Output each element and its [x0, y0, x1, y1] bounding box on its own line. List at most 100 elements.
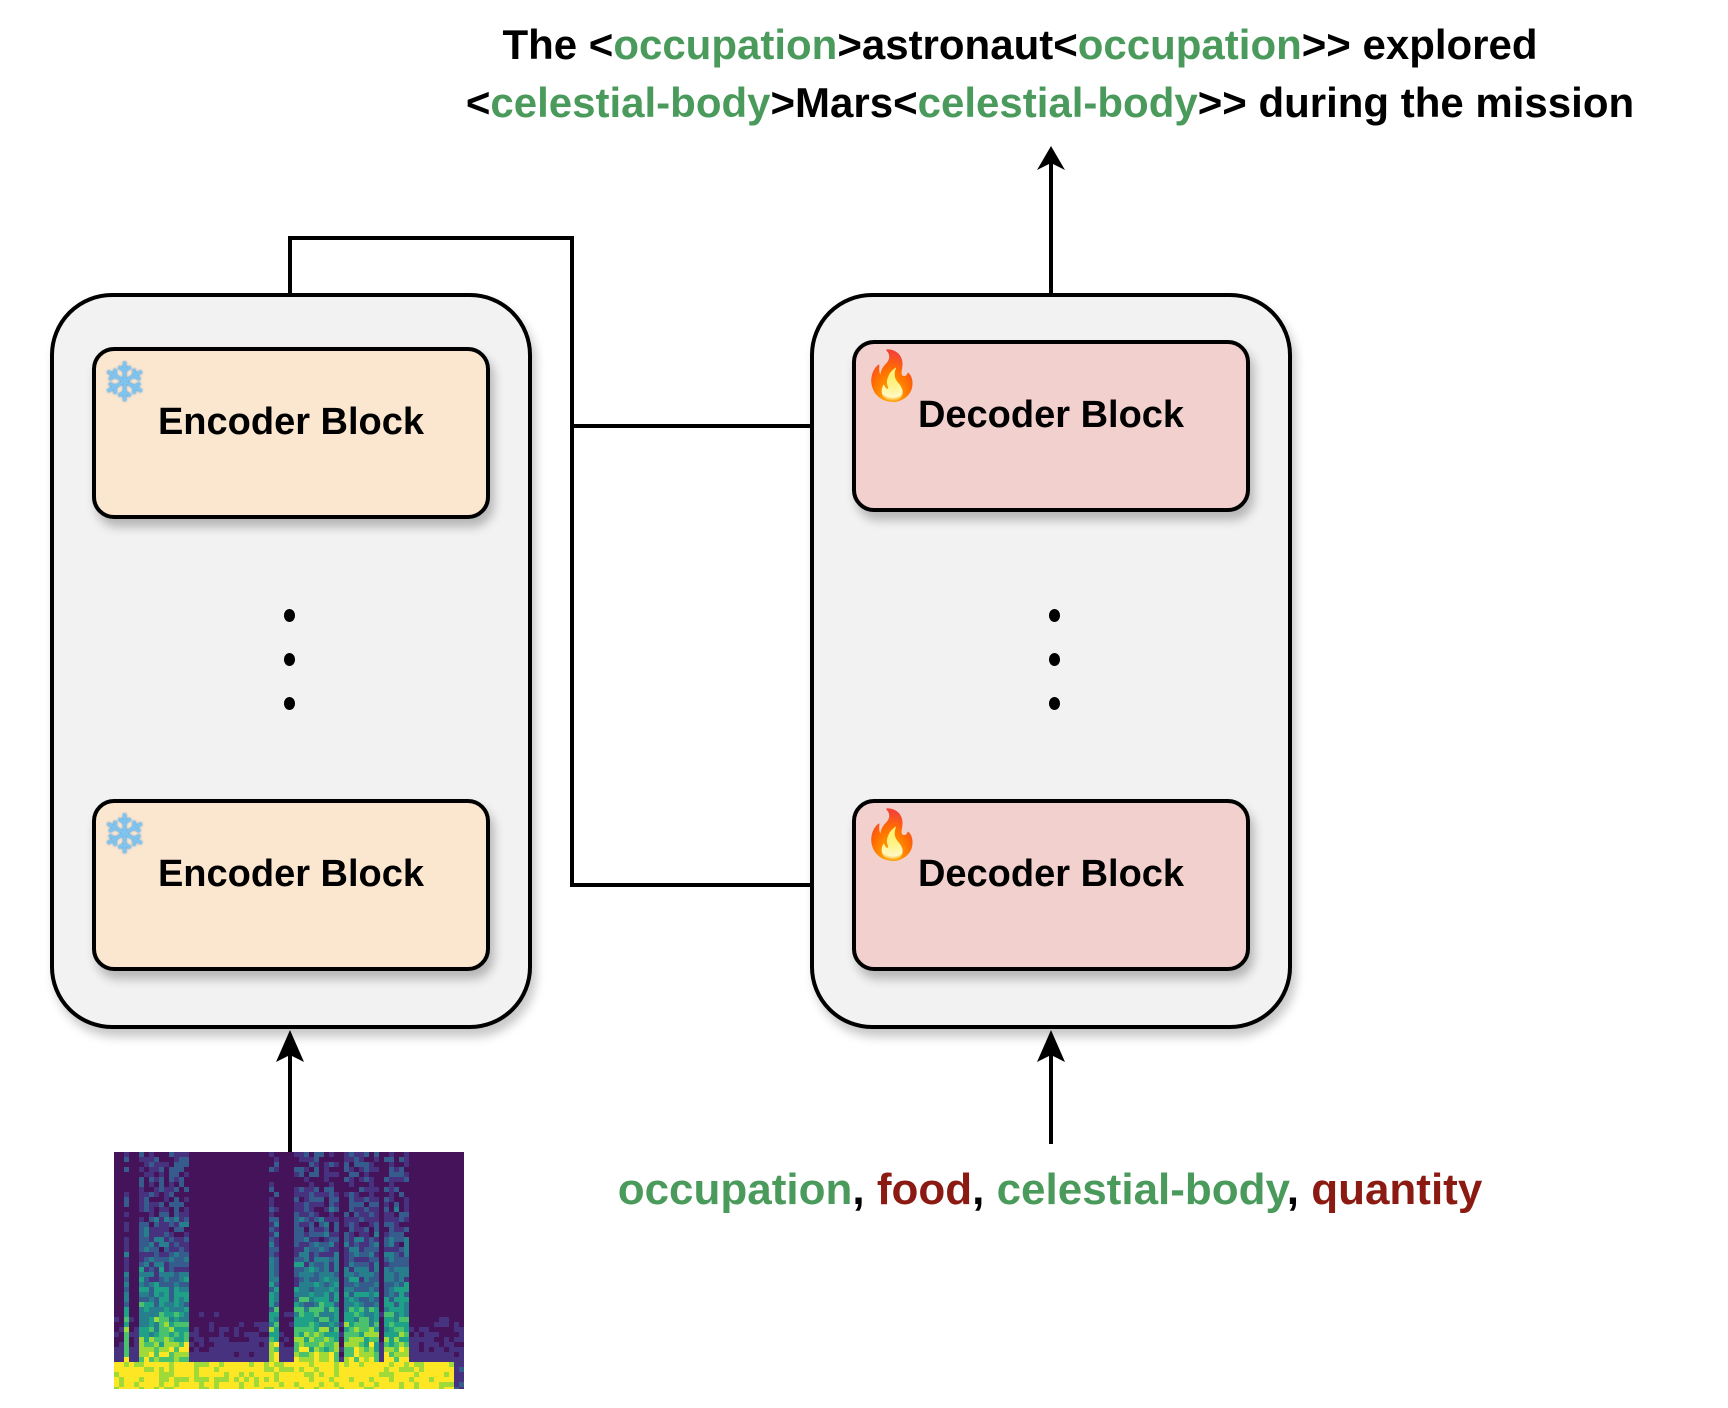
- spectrogram-cell: [384, 1387, 389, 1389]
- spectrogram-cell: [289, 1362, 294, 1367]
- spectrogram-cell: [329, 1182, 334, 1187]
- spectrogram-cell: [129, 1387, 134, 1389]
- spectrogram-cell: [309, 1282, 314, 1287]
- spectrogram-cell: [284, 1352, 289, 1357]
- spectrogram-cell: [309, 1232, 314, 1237]
- spectrogram-cell: [309, 1172, 314, 1177]
- spectrogram-cell: [164, 1327, 169, 1332]
- spectrogram-cell: [409, 1372, 414, 1377]
- spectrogram-cell: [214, 1357, 219, 1362]
- spectrogram-cell: [439, 1377, 444, 1382]
- spectrogram-cell: [319, 1287, 324, 1292]
- spectrogram-cell: [174, 1202, 179, 1207]
- spectrogram-cell: [439, 1372, 444, 1377]
- spectrogram-cell: [184, 1212, 189, 1217]
- spectrogram-cell: [199, 1337, 204, 1342]
- spectrogram-cell: [329, 1202, 334, 1207]
- spectrogram-cell: [389, 1387, 394, 1389]
- spectrogram-cell: [404, 1252, 409, 1257]
- spectrogram-cell: [169, 1257, 174, 1262]
- spectrogram-cell: [404, 1382, 409, 1387]
- spectrogram-cell: [119, 1342, 124, 1347]
- spectrogram-cell: [449, 1352, 454, 1357]
- spectrogram-cell: [399, 1287, 404, 1292]
- spectrogram-cell: [419, 1387, 424, 1389]
- spectrogram-cell: [329, 1277, 334, 1282]
- spectrogram-cell: [159, 1212, 164, 1217]
- spectrogram-cell: [159, 1207, 164, 1212]
- spectrogram-cell: [399, 1312, 404, 1317]
- spectrogram-cell: [274, 1287, 279, 1292]
- spectrogram-cell: [269, 1352, 274, 1357]
- spectrogram-cell: [124, 1387, 129, 1389]
- spectrogram-cell: [434, 1372, 439, 1377]
- spectrogram-cell: [174, 1167, 179, 1172]
- spectrogram-cell: [334, 1287, 339, 1292]
- spectrogram-cell: [344, 1237, 349, 1242]
- spectrogram-cell: [179, 1362, 184, 1367]
- spectrogram-cell: [359, 1367, 364, 1372]
- spectrogram-cell: [329, 1257, 334, 1262]
- decoder-block-top[interactable]: 🔥 Decoder Block: [852, 340, 1250, 512]
- spectrogram-cell: [364, 1292, 369, 1297]
- spectrogram-cell: [439, 1352, 444, 1357]
- spectrogram-cell: [349, 1182, 354, 1187]
- spectrogram-cell: [129, 1367, 134, 1372]
- spectrogram-cell: [169, 1167, 174, 1172]
- spectrogram-cell: [154, 1307, 159, 1312]
- spectrogram-cell: [394, 1267, 399, 1272]
- spectrogram-cell: [414, 1382, 419, 1387]
- spectrogram-cell: [299, 1227, 304, 1232]
- spectrogram-cell: [139, 1297, 144, 1302]
- spectrogram-cell: [319, 1357, 324, 1362]
- spectrogram-cell: [299, 1192, 304, 1197]
- spectrogram-cell: [424, 1372, 429, 1377]
- spectrogram-cell: [144, 1307, 149, 1312]
- spectrogram-cell: [399, 1232, 404, 1237]
- spectrogram-cell: [289, 1312, 294, 1317]
- spectrogram-cell: [344, 1217, 349, 1222]
- spectrogram-cell: [429, 1377, 434, 1382]
- spectrogram-cell: [309, 1192, 314, 1197]
- spectrogram-cell: [364, 1352, 369, 1357]
- spectrogram-cell: [324, 1267, 329, 1272]
- spectrogram-cell: [364, 1257, 369, 1262]
- spectrogram-cell: [334, 1202, 339, 1207]
- spectrogram-cell: [329, 1272, 334, 1277]
- spectrogram-cell: [354, 1287, 359, 1292]
- spectrogram-cell: [294, 1152, 299, 1157]
- spectrogram-cell: [199, 1382, 204, 1387]
- spectrogram-cell: [394, 1327, 399, 1332]
- spectrogram-cell: [279, 1347, 284, 1352]
- spectrogram-cell: [304, 1347, 309, 1352]
- spectrogram-cell: [179, 1277, 184, 1282]
- spectrogram-cell: [444, 1367, 449, 1372]
- spectrogram-cell: [124, 1242, 129, 1247]
- spectrogram-cell: [124, 1357, 129, 1362]
- spectrogram-cell: [349, 1297, 354, 1302]
- spectrogram-cell: [334, 1162, 339, 1167]
- spectrogram-cell: [159, 1257, 164, 1262]
- spectrogram-cell: [379, 1382, 384, 1387]
- spectrogram-cell: [319, 1252, 324, 1257]
- spectrogram-cell: [329, 1342, 334, 1347]
- spectrogram-cell: [359, 1372, 364, 1377]
- encoder-block-top[interactable]: ❄ Encoder Block: [92, 347, 490, 519]
- spectrogram-cell: [364, 1282, 369, 1287]
- spectrogram-cell: [139, 1207, 144, 1212]
- spectrogram-cell: [304, 1167, 309, 1172]
- spectrogram-cell: [354, 1292, 359, 1297]
- spectrogram-cell: [214, 1337, 219, 1342]
- spectrogram-cell: [149, 1282, 154, 1287]
- spectrogram-cell: [369, 1337, 374, 1342]
- spectrogram-cell: [374, 1262, 379, 1267]
- encoder-block-bottom[interactable]: ❄ Encoder Block: [92, 799, 490, 971]
- spectrogram-cell: [299, 1327, 304, 1332]
- spectrogram-cell: [379, 1362, 384, 1367]
- decoder-block-bottom[interactable]: 🔥 Decoder Block: [852, 799, 1250, 971]
- spectrogram-cell: [274, 1237, 279, 1242]
- spectrogram-cell: [264, 1372, 269, 1377]
- spectrogram-cell: [399, 1387, 404, 1389]
- spectrogram-cell: [149, 1367, 154, 1372]
- spectrogram-cell: [159, 1287, 164, 1292]
